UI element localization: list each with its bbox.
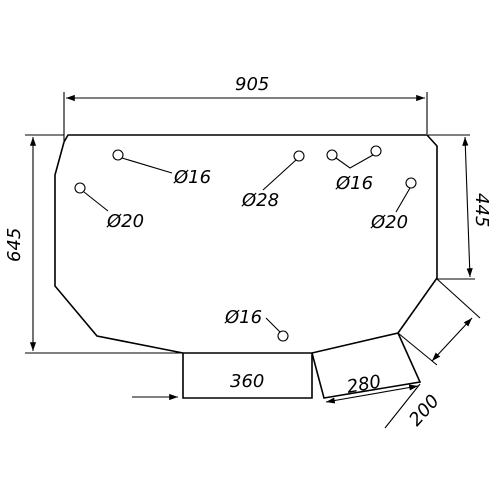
glass-outline bbox=[54, 134, 438, 354]
hole-label-right: Ø20 bbox=[370, 212, 408, 233]
dim-line-bottom-mid bbox=[325, 384, 419, 404]
dim-line-right bbox=[462, 136, 473, 278]
leader-right bbox=[395, 187, 411, 213]
hole-label-left: Ø20 bbox=[106, 211, 144, 232]
hole-left bbox=[74, 182, 86, 194]
dim-label-645: 645 bbox=[4, 228, 25, 262]
leader-left bbox=[83, 191, 109, 212]
hole-label-right-upper: Ø16 bbox=[335, 173, 373, 194]
ext-right-diag-a bbox=[436, 278, 481, 319]
hole-bottom-center bbox=[277, 330, 289, 342]
hole-label-top-left: Ø16 bbox=[173, 167, 211, 188]
ext-right-diag-b bbox=[397, 332, 438, 366]
leader-top-left bbox=[121, 157, 173, 174]
dim-label-280: 280 bbox=[345, 371, 382, 398]
dim-label-445: 445 bbox=[471, 193, 492, 227]
dim-label-360: 360 bbox=[230, 371, 264, 392]
hole-top-left bbox=[112, 149, 124, 161]
leader-bottom-center bbox=[265, 317, 281, 333]
dim-line-200-tail bbox=[384, 383, 421, 429]
leader-right-upper bbox=[335, 154, 374, 169]
hole-right-upper-a bbox=[326, 149, 338, 161]
hole-right-upper-b bbox=[370, 145, 382, 157]
hole-label-center-upper: Ø28 bbox=[241, 190, 279, 211]
dim-label-905: 905 bbox=[235, 74, 269, 95]
leader-center-upper bbox=[262, 159, 297, 191]
hole-right bbox=[405, 177, 417, 189]
dim-line-diag bbox=[431, 317, 473, 362]
dim-label-200: 200 bbox=[405, 391, 444, 431]
hole-center-upper bbox=[293, 150, 305, 162]
hole-label-bottom-center: Ø16 bbox=[224, 307, 262, 328]
bottom-center-segment bbox=[182, 353, 313, 399]
